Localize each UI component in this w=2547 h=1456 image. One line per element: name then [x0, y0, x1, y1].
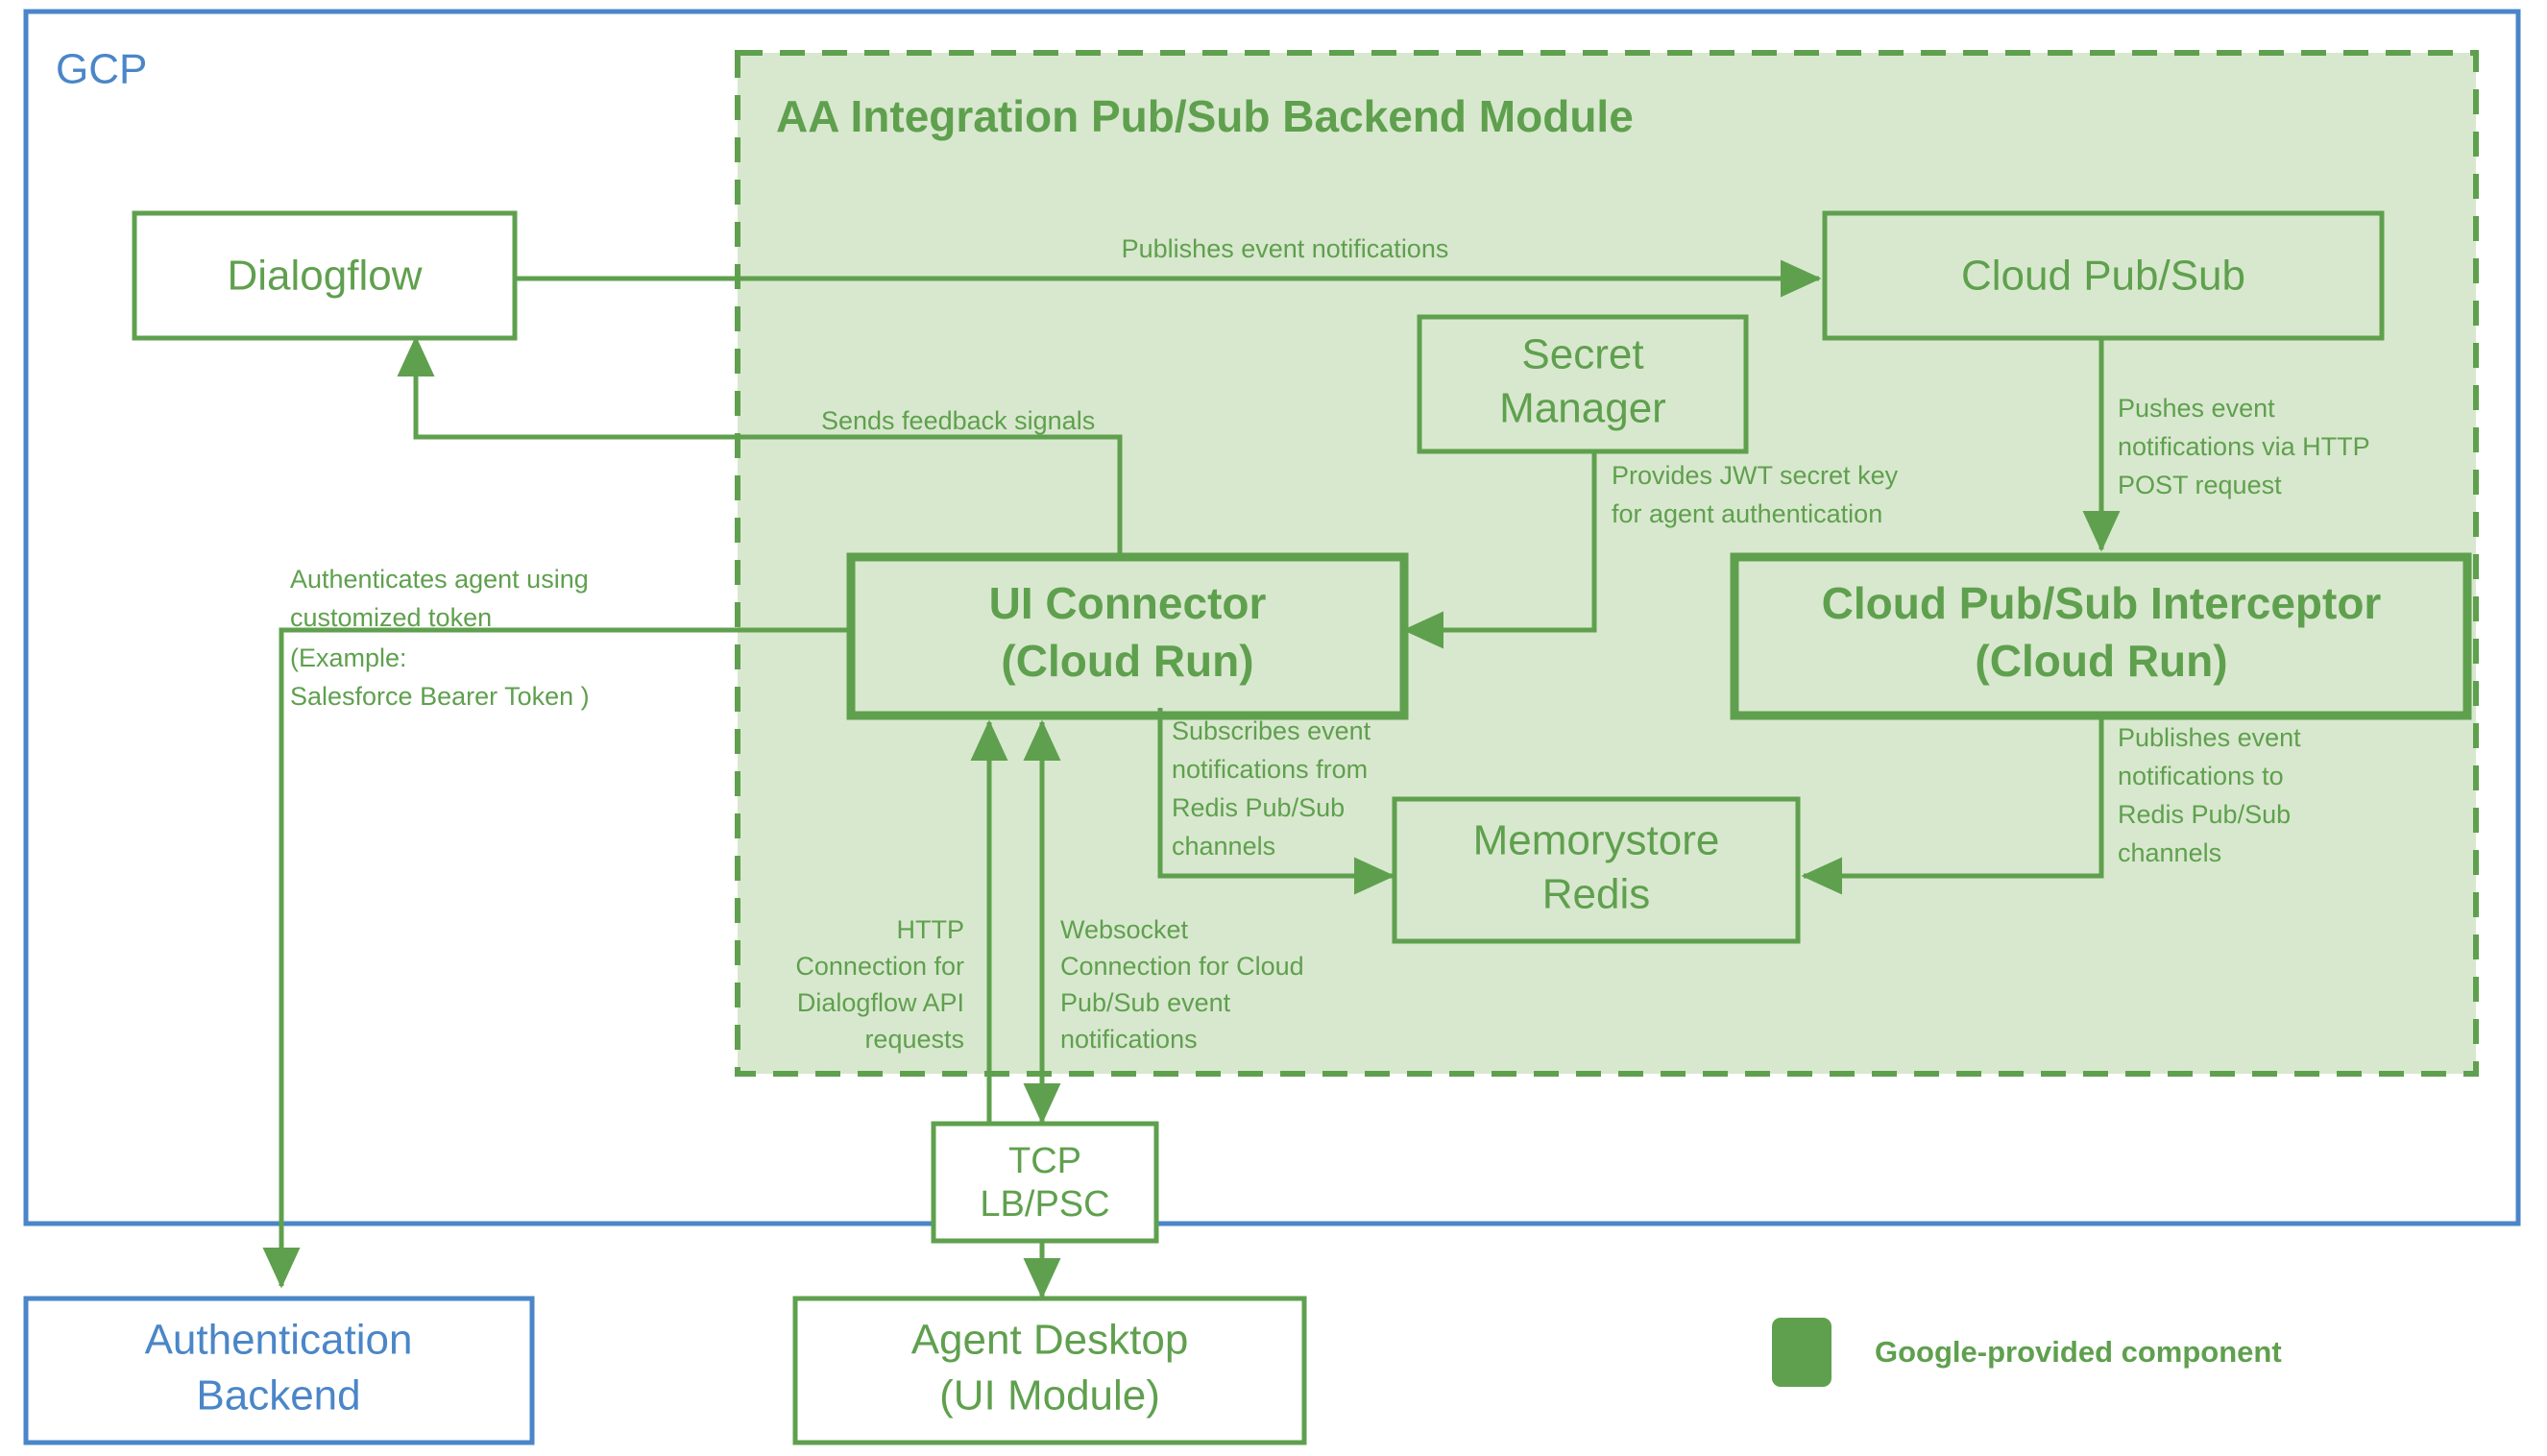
node-secret-manager-label-line1: Secret — [1521, 331, 1643, 378]
node-cloud-pubsub-label: Cloud Pub/Sub — [1961, 253, 2245, 300]
node-dialogflow[interactable]: Dialogflow — [132, 210, 518, 341]
node-auth-backend-label-line1: Authentication — [145, 1317, 413, 1364]
provides-jwt-line1: Provides JWT secret key — [1612, 461, 1899, 490]
node-ui-connector-label-line1: UI Connector — [989, 578, 1267, 628]
authenticates-agent-line4: Salesforce Bearer Token ) — [290, 682, 590, 711]
edge-label-subscribes-event: Subscribes event notifications from Redi… — [1172, 716, 1371, 861]
websocket-connection-line4: notifications — [1060, 1025, 1198, 1054]
node-tcplb-label-line1: TCP — [1008, 1141, 1081, 1181]
http-connection-line1: HTTP — [897, 915, 965, 944]
edge-label-publishes-event-notifications: Publishes event notifications — [1122, 234, 1449, 263]
node-agent-desktop-label-line1: Agent Desktop — [911, 1317, 1189, 1364]
publishes-to-redis-line2: notifications to — [2118, 762, 2284, 790]
node-dialogflow-label: Dialogflow — [228, 253, 423, 300]
subscribes-event-line2: notifications from — [1172, 755, 1368, 784]
legend-label: Google-provided component — [1875, 1335, 2282, 1369]
edge-label-publishes-to-redis: Publishes event notifications to Redis P… — [2118, 723, 2301, 867]
node-memorystore-label-line1: Memorystore — [1473, 817, 1720, 864]
node-secret-manager[interactable]: Secret Manager — [1417, 314, 1749, 454]
node-agent-desktop[interactable]: Agent Desktop (UI Module) — [792, 1296, 1307, 1445]
pushes-event-line2: notifications via HTTP — [2118, 432, 2370, 461]
node-tcplb-label-line2: LB/PSC — [980, 1184, 1109, 1225]
node-auth-backend-label-line2: Backend — [196, 1372, 360, 1420]
authenticates-agent-line2: customized token — [290, 603, 492, 632]
publishes-to-redis-line4: channels — [2118, 838, 2221, 867]
authenticates-agent-line3: (Example: — [290, 643, 407, 672]
http-connection-line2: Connection for — [795, 952, 964, 981]
pushes-event-line3: POST request — [2118, 471, 2282, 499]
node-memorystore-label-line2: Redis — [1542, 871, 1651, 918]
websocket-connection-line2: Connection for Cloud — [1060, 952, 1304, 981]
subscribes-event-line1: Subscribes event — [1172, 716, 1371, 745]
gcp-zone-boundary — [23, 9, 2521, 1226]
websocket-connection-line1: Websocket — [1060, 915, 1189, 944]
publishes-to-redis-line3: Redis Pub/Sub — [2118, 800, 2291, 829]
edge-label-pushes-event: Pushes event notifications via HTTP POST… — [2118, 394, 2370, 499]
pushes-event-line1: Pushes event — [2118, 394, 2275, 423]
edge-label-http-connection: HTTP Connection for Dialogflow API reque… — [795, 915, 964, 1054]
publishes-to-redis-line1: Publishes event — [2118, 723, 2301, 752]
node-memorystore-redis[interactable]: Memorystore Redis — [1392, 796, 1801, 944]
gcp-zone-label: GCP — [56, 46, 147, 93]
node-cloud-pubsub-interceptor[interactable]: Cloud Pub/Sub Interceptor (Cloud Run) — [1730, 552, 2472, 720]
edge-uiconnector-to-authbackend — [262, 627, 850, 1289]
edge-label-authenticates-agent: Authenticates agent using customized tok… — [290, 565, 590, 711]
subscribes-event-line3: Redis Pub/Sub — [1172, 793, 1345, 822]
edge-label-websocket-connection: Websocket Connection for Cloud Pub/Sub e… — [1060, 915, 1304, 1054]
provides-jwt-line2: for agent authentication — [1612, 499, 1882, 528]
node-authentication-backend[interactable]: Authentication Backend — [23, 1296, 535, 1445]
node-ui-connector-label-line2: (Cloud Run) — [1001, 636, 1253, 686]
node-interceptor-label-line1: Cloud Pub/Sub Interceptor — [1822, 578, 2382, 628]
backend-module-container — [735, 50, 2479, 1077]
legend: Google-provided component — [1772, 1318, 2282, 1387]
node-interceptor-label-line2: (Cloud Run) — [1975, 636, 2227, 686]
edge-uiconnector-to-dialogflow — [397, 335, 1123, 557]
edge-label-sends-feedback-signals: Sends feedback signals — [821, 406, 1095, 435]
authenticates-agent-line1: Authenticates agent using — [290, 565, 589, 594]
subscribes-event-line4: channels — [1172, 832, 1275, 861]
edge-label-provides-jwt: Provides JWT secret key for agent authen… — [1612, 461, 1899, 528]
node-agent-desktop-label-line2: (UI Module) — [939, 1372, 1160, 1420]
edge-interceptor-to-memorystore — [1801, 713, 2104, 895]
edge-secretmanager-to-uiconnector — [1402, 451, 1597, 649]
node-cloud-pubsub[interactable]: Cloud Pub/Sub — [1822, 210, 2385, 341]
websocket-connection-line3: Pub/Sub event — [1060, 988, 1231, 1017]
http-connection-line4: requests — [864, 1025, 964, 1054]
node-ui-connector[interactable]: UI Connector (Cloud Run) — [846, 552, 1409, 720]
node-tcp-lb-psc[interactable]: TCP LB/PSC — [931, 1121, 1159, 1244]
edge-uiconnector-to-memorystore — [1157, 708, 1395, 895]
legend-swatch — [1772, 1318, 1831, 1387]
node-secret-manager-label-line2: Manager — [1499, 385, 1666, 432]
http-connection-line3: Dialogflow API — [797, 988, 964, 1017]
backend-module-title: AA Integration Pub/Sub Backend Module — [776, 91, 1634, 141]
